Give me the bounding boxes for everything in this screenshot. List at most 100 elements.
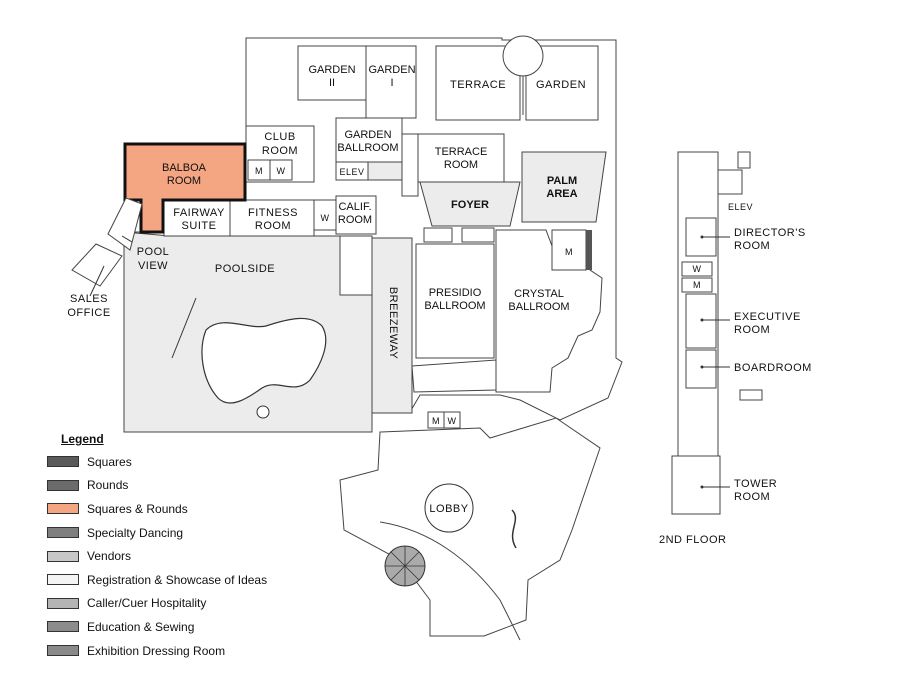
terrace-fountain xyxy=(502,35,544,77)
legend-label: Vendors xyxy=(87,549,132,564)
presidio-label-1: PRESIDIO xyxy=(429,287,482,299)
legend-swatch xyxy=(47,574,79,586)
legend-item: Caller/Cuer Hospitality xyxy=(47,592,267,616)
calif-room xyxy=(335,195,377,235)
presidio-ballroom xyxy=(415,243,495,359)
garden-i-room xyxy=(365,45,417,119)
directors-label-2: ROOM xyxy=(734,240,770,252)
legend-swatch xyxy=(47,550,79,562)
fitness-w-label: W xyxy=(321,213,330,223)
garden-i-label-1: GARDEN xyxy=(368,64,415,76)
fairway-label-1: FAIRWAY xyxy=(173,207,225,219)
lower-m-label: M xyxy=(432,416,440,426)
executive-label-1: EXECUTIVE xyxy=(734,311,801,323)
executive-label-2: ROOM xyxy=(734,324,770,336)
club-room-label-2: ROOM xyxy=(262,145,298,157)
balboa-label-2: ROOM xyxy=(167,175,201,187)
crystal-label-2: BALLROOM xyxy=(508,301,569,313)
pool-view xyxy=(107,197,143,251)
legend-item: Registration & Showcase of Ideas xyxy=(47,568,267,592)
legend-item: Exhibition Dressing Room xyxy=(47,639,267,663)
swimming-pool xyxy=(201,317,327,404)
pool-spa xyxy=(256,405,270,419)
lower-w-label: W xyxy=(448,416,457,426)
pool-fence xyxy=(171,297,197,359)
tower-label-2: ROOM xyxy=(734,491,770,503)
breezeway-area xyxy=(371,237,413,414)
palm-area-label-2: AREA xyxy=(546,188,577,200)
crystal-label-1: CRYSTAL xyxy=(514,288,564,300)
garden-ballroom-label-1: GARDEN xyxy=(344,129,391,141)
lower-w-restroom xyxy=(443,411,461,429)
garden-outdoor xyxy=(525,45,599,121)
second-floor-title: 2ND FLOOR xyxy=(659,534,726,546)
elev-main-label: ELEV xyxy=(339,167,364,177)
tower-room xyxy=(671,455,721,515)
terrace-label: TERRACE xyxy=(450,79,506,91)
legend-swatch xyxy=(47,527,79,539)
second-m-restroom xyxy=(681,277,713,293)
club-w-label: W xyxy=(277,166,286,176)
pool-view-label-2: VIEW xyxy=(138,260,168,272)
crystal-dark-strip xyxy=(586,230,592,270)
legend-label: Registration & Showcase of Ideas xyxy=(87,572,268,587)
fairway-label-2: SUITE xyxy=(182,220,217,232)
pool-view-label-1: POOL xyxy=(137,246,170,258)
garden-ii-label-1: GARDEN xyxy=(308,64,355,76)
legend-swatch xyxy=(47,479,79,491)
legend-label: Squares & Rounds xyxy=(87,501,188,516)
second-w-label: W xyxy=(693,264,702,274)
second-m-label: M xyxy=(693,280,701,290)
crystal-m-label: M xyxy=(565,247,573,257)
legend-item: Squares & Rounds xyxy=(47,497,267,521)
palm-area xyxy=(521,151,607,223)
terrace-stair xyxy=(401,133,419,197)
boardroom xyxy=(685,349,717,389)
calif-label-1: CALIF. xyxy=(338,201,371,213)
legend-item: Education & Sewing xyxy=(47,615,267,639)
second-floor-stair xyxy=(739,389,763,401)
terrace-room xyxy=(417,133,505,183)
second-floor-elev xyxy=(717,169,743,195)
lobby-label: LOBBY xyxy=(429,503,468,515)
legend-item: Vendors xyxy=(47,544,267,568)
legend-label: Education & Sewing xyxy=(87,619,195,634)
legend-swatch xyxy=(47,645,79,657)
second-floor-stair-top xyxy=(737,151,751,169)
rotunda-lines xyxy=(385,546,425,586)
foyer-label: FOYER xyxy=(451,199,489,211)
legend-label: Exhibition Dressing Room xyxy=(87,643,226,658)
elev-grey xyxy=(367,161,403,181)
legend-label: Caller/Cuer Hospitality xyxy=(87,596,207,611)
leader-lines xyxy=(89,235,730,489)
presidio-door xyxy=(423,227,453,243)
garden-ballroom-label-2: BALLROOM xyxy=(337,142,398,154)
club-w-restroom xyxy=(269,159,293,181)
drive-curve xyxy=(379,521,521,641)
legend-title: Legend xyxy=(61,432,104,446)
sales-office-label-2: OFFICE xyxy=(67,307,110,319)
legend-swatch xyxy=(47,503,79,515)
poolside-label: POOLSIDE xyxy=(215,263,275,275)
legend-label: Specialty Dancing xyxy=(87,525,184,540)
garden-ii-label-2: II xyxy=(329,77,335,89)
legend-item: Rounds xyxy=(47,474,267,498)
sales-office-label-1: SALES xyxy=(70,293,108,305)
fairway-suite xyxy=(163,199,231,237)
club-m-label: M xyxy=(255,166,263,176)
boardroom-label: BOARDROOM xyxy=(734,362,812,374)
fitness-room xyxy=(229,199,315,237)
legend-swatch xyxy=(47,597,79,609)
calif-label-2: ROOM xyxy=(338,214,372,226)
foyer xyxy=(419,181,521,227)
balboa-label-1: BALBOA xyxy=(162,162,207,174)
terrace-room-label-1: TERRACE xyxy=(435,146,488,158)
second-w-restroom xyxy=(681,261,713,277)
garden-ii-room xyxy=(297,45,367,101)
presidio-door-2 xyxy=(461,227,495,243)
lobby-building xyxy=(339,417,601,637)
lobby-fountain xyxy=(511,509,517,549)
